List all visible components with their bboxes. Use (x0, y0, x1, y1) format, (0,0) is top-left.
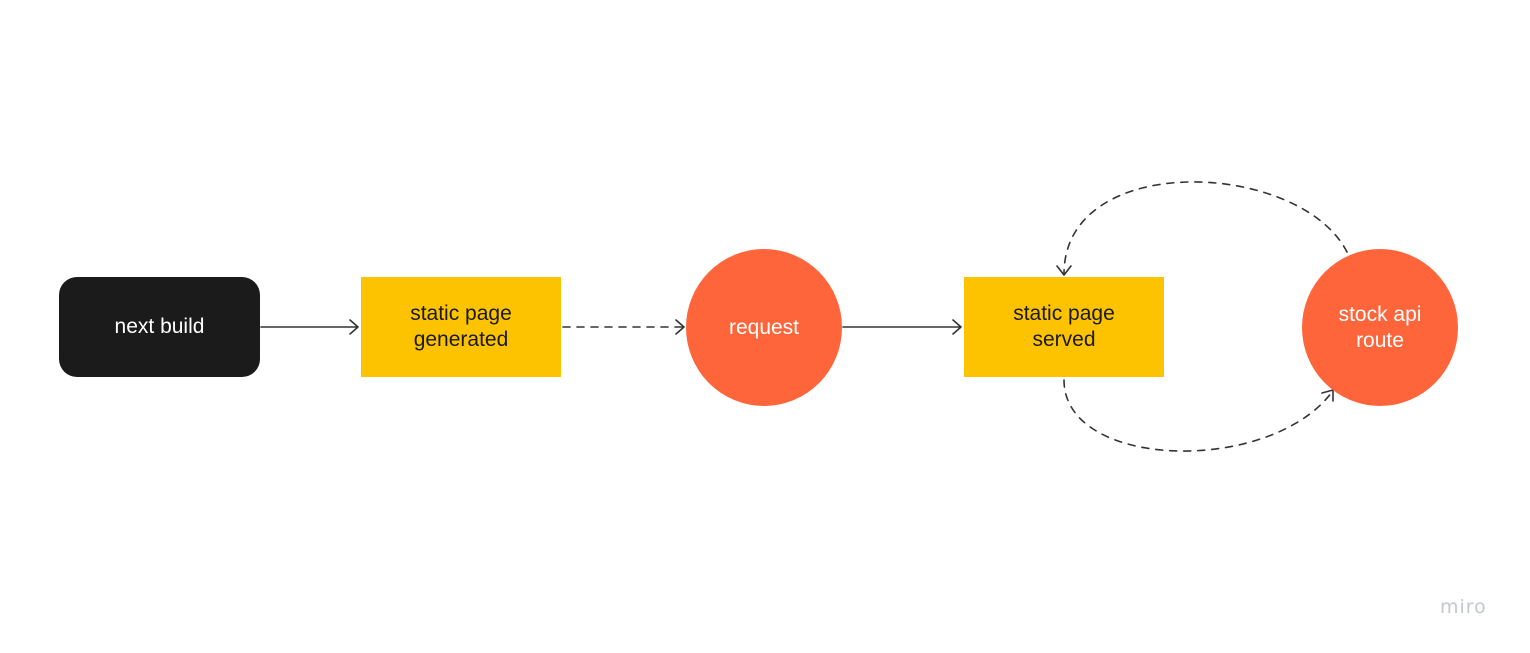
node-static-page-generated: static page generated (361, 277, 561, 377)
edge-request-to-static-served (842, 319, 962, 335)
edge-static-generated-to-request-arrowhead (675, 319, 685, 335)
node-stock-api-route: stock api route (1302, 249, 1458, 406)
edge-next-build-to-static-generated (260, 319, 359, 335)
node-request: request (686, 249, 842, 406)
node-static-page-served-label: static page served (1013, 302, 1115, 351)
node-request-label: request (728, 315, 800, 339)
edge-stock-api-to-static-served-arrowhead (1056, 265, 1072, 276)
node-next-build: next build (59, 277, 260, 377)
miro-watermark: miro (1440, 596, 1487, 618)
edge-static-served-to-stock-api-arrowhead (1321, 389, 1334, 402)
node-static-page-generated-label: static page generated (410, 302, 512, 351)
node-next-build-label: next build (114, 315, 205, 338)
edge-stock-api-to-static-served (1063, 181, 1348, 275)
node-stock-api-route-label: stock api route (1338, 302, 1422, 352)
node-static-page-served: static page served (964, 277, 1164, 377)
edge-static-served-to-stock-api (1063, 379, 1333, 452)
